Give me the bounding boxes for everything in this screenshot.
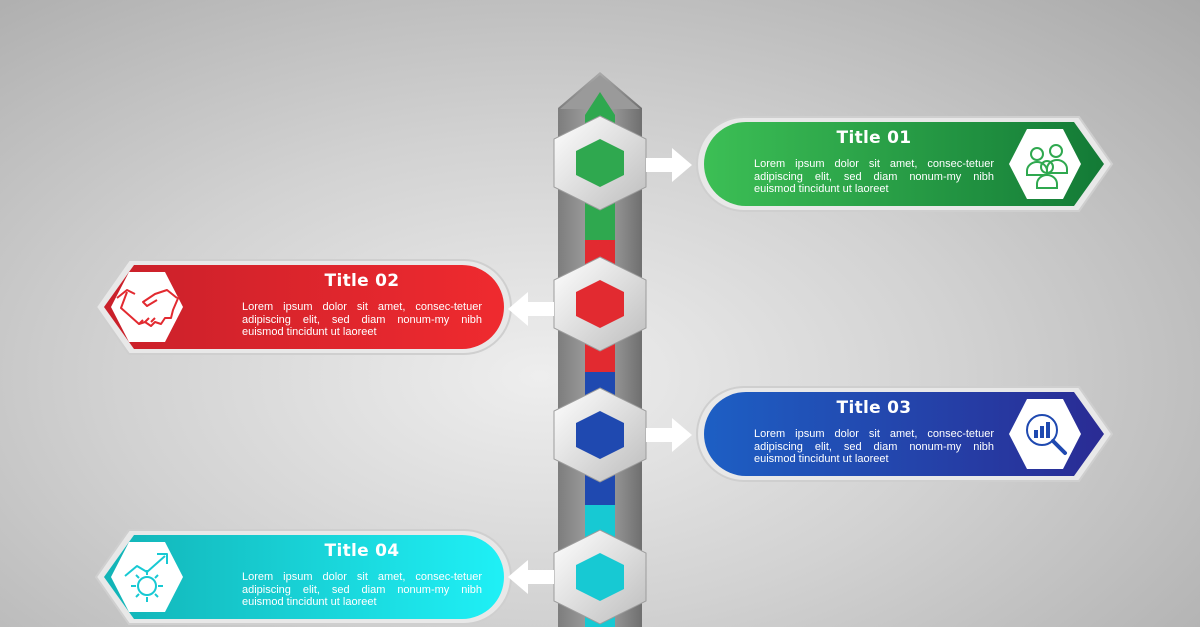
step-title: Title 01 [836,128,912,148]
card-shape-green [696,116,1114,212]
pole-tip-green [585,92,615,115]
step-description: Lorem ipsum dolor sit amet, consec-tetue… [754,158,994,195]
node-3 [553,387,647,483]
handshake-icon [111,272,183,342]
step-description: Lorem ipsum dolor sit amet, consec-tetue… [242,301,482,338]
step-card-1: Title 01 Lorem ipsum dolor sit amet, con… [694,114,1124,214]
step-card-3: Title 03 Lorem ipsum dolor sit amet, con… [694,384,1124,484]
node-4 [553,529,647,625]
arrow-right-3 [646,418,692,452]
arrow-left-2 [508,292,554,326]
node-2 [553,256,647,352]
card-shape-red [94,259,512,355]
card-text-4: Title 04 Lorem ipsum dolor sit amet, con… [242,541,482,609]
card-shape-blue [696,386,1114,482]
step-card-4: Title 04 Lorem ipsum dolor sit amet, con… [84,527,514,627]
step-title: Title 04 [324,541,400,561]
card-text-3: Title 03 Lorem ipsum dolor sit amet, con… [754,398,994,466]
arrow-left-4 [508,560,554,594]
gear-growth-icon [111,542,183,612]
arrow-right-1 [646,148,692,182]
card-text-1: Title 01 Lorem ipsum dolor sit amet, con… [754,128,994,196]
step-title: Title 02 [324,271,400,291]
magnifier-chart-icon [1009,399,1081,469]
card-text-2: Title 02 Lorem ipsum dolor sit amet, con… [242,271,482,339]
step-title: Title 03 [836,398,912,418]
card-shape-cyan [94,529,512,625]
step-description: Lorem ipsum dolor sit amet, consec-tetue… [754,428,994,465]
people-group-icon [1009,129,1081,199]
step-card-2: Title 02 Lorem ipsum dolor sit amet, con… [84,257,514,357]
node-1 [553,115,647,211]
step-description: Lorem ipsum dolor sit amet, consec-tetue… [242,571,482,608]
